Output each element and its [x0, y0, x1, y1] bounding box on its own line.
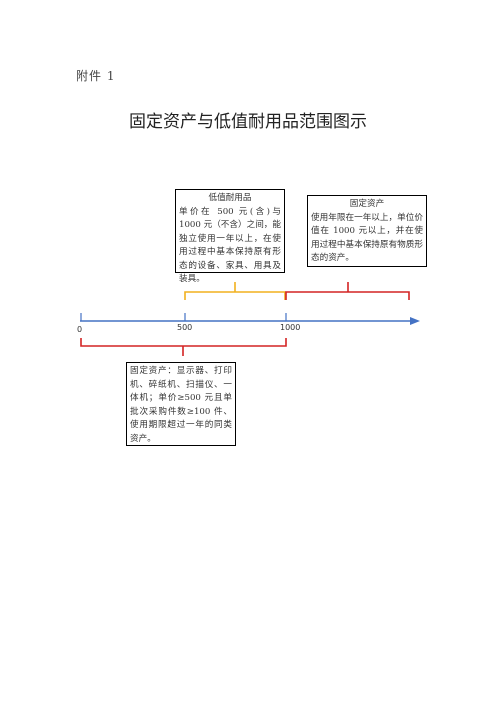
fixed-asset-box-title: 固定资产: [349, 199, 385, 209]
tick-label-0: 0: [77, 325, 83, 334]
low-value-box-body: 单价在 500 元(含)与 1000 元（不含）之间，能独立使用一年以上，在使用…: [179, 206, 281, 285]
tick-label-1000: 1000: [280, 323, 301, 332]
tick-label-500: 500: [177, 323, 193, 332]
low-value-box: 低值耐用品 单价在 500 元(含)与 1000 元（不含）之间，能独立使用一年…: [175, 189, 285, 284]
fixed-asset-batch-box: 固定资产：显示器、打印机、碎纸机、扫描仪、一体机；单价≥500 元且单批次采购件…: [126, 362, 236, 446]
low-value-brace: [184, 282, 286, 300]
fixed-asset-box: 固定资产 使用年限在一年以上，单位价值在 1000 元以上，并在使用过程中基本保…: [307, 195, 427, 267]
fixed-asset-box-body: 使用年限在一年以上，单位价值在 1000 元以上，并在使用过程中基本保持原有物质…: [311, 212, 423, 264]
low-value-box-title: 低值耐用品: [208, 193, 252, 203]
value-axis-arrow: [410, 317, 420, 325]
fixed-asset-brace-top: [285, 282, 410, 300]
page-title: 固定资产与低值耐用品范围图示: [129, 112, 367, 132]
fixed-asset-batch-box-body: 固定资产：显示器、打印机、碎纸机、扫描仪、一体机；单价≥500 元且单批次采购件…: [130, 366, 232, 444]
fixed-asset-brace-bottom: [80, 338, 287, 356]
attachment-label: 附件 1: [76, 69, 116, 83]
